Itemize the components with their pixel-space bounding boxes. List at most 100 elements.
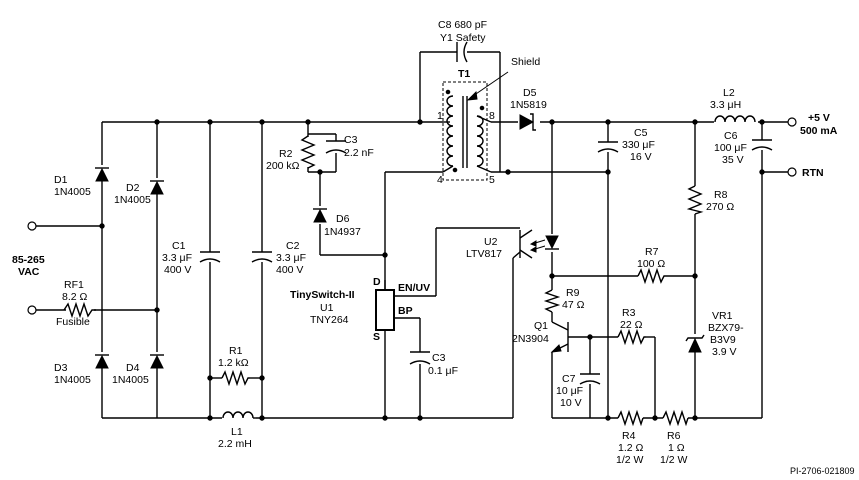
shield-label: Shield [511, 56, 540, 68]
c6-val2-label: 35 V [722, 154, 744, 166]
resistor-r1 [221, 369, 250, 387]
c3-clamp-val-label: 2.2 nF [344, 147, 374, 159]
zener-vr1 [685, 334, 705, 353]
capacitor-c3-bp [409, 351, 431, 365]
r2-ref-label: R2 [279, 148, 293, 160]
d6-ref-label: D6 [336, 213, 350, 225]
capacitor-c8 [456, 41, 468, 63]
u2-ref-label: U2 [484, 236, 498, 248]
output-current-label: 500 mA [800, 125, 838, 137]
rf1-ref-label: RF1 [64, 279, 84, 291]
r3-val-label: 22 Ω [620, 319, 643, 331]
c3-clamp-ref-label: C3 [344, 134, 358, 146]
l2-ref-label: L2 [723, 87, 735, 99]
pin1-label: 1 [437, 110, 443, 122]
output-voltage-label: +5 V [808, 112, 830, 124]
d3-ref-label: D3 [54, 362, 68, 374]
vr1-val2-label: B3V9 [710, 334, 736, 346]
vr1-ref-label: VR1 [712, 310, 733, 322]
capacitor-c7 [579, 373, 601, 385]
vr1-val1-label: BZX79- [708, 322, 744, 334]
u1-pin-bp-label: BP [398, 305, 413, 317]
t1-label: T1 [458, 68, 470, 80]
r2-val-label: 200 kΩ [266, 160, 300, 172]
d5-ref-label: D5 [523, 87, 537, 99]
resistor-r3 [617, 328, 646, 346]
c1-val2-label: 400 V [164, 264, 191, 276]
c3-bp-val-label: 0.1 μF [428, 365, 458, 377]
r8-val-label: 270 Ω [706, 201, 734, 213]
junction-dots [99, 119, 765, 421]
c2-val1-label: 3.3 μF [276, 252, 306, 264]
r7-val-label: 100 Ω [637, 258, 665, 270]
u1-part-label: TNY264 [310, 314, 349, 326]
c7-val2-label: 10 V [560, 397, 582, 409]
resistor-r2 [300, 135, 316, 169]
rf1-note-label: Fusible [56, 316, 90, 328]
u1-name-label: TinySwitch-II [290, 289, 355, 301]
rf1-val-label: 8.2 Ω [62, 291, 88, 303]
pin8-label: 8 [489, 110, 495, 122]
resistor-r6 [662, 409, 689, 427]
d6-val-label: 1N4937 [324, 226, 361, 238]
diode-d6 [313, 206, 327, 224]
c3-bp-ref-label: C3 [432, 352, 446, 364]
capacitor-c6 [751, 139, 773, 151]
c5-ref-label: C5 [634, 127, 648, 139]
c2-val2-label: 400 V [276, 264, 303, 276]
transformer-t1 [442, 71, 509, 181]
r6-val1-label: 1 Ω [668, 442, 685, 454]
input-terminals [27, 221, 37, 315]
diode-d1 [95, 165, 109, 182]
rtn-label: RTN [802, 167, 824, 179]
vr1-val3-label: 3.9 V [712, 346, 737, 358]
diode-d4 [150, 352, 164, 369]
d2-val-label: 1N4005 [114, 194, 151, 206]
d1-ref-label: D1 [54, 174, 68, 186]
diode-d5 [518, 113, 540, 131]
u1-ref-label: U1 [320, 302, 334, 314]
u1-pin-d-label: D [373, 276, 381, 288]
input-voltage-label: 85-265 [12, 254, 45, 266]
d1-val-label: 1N4005 [54, 186, 91, 198]
pin5-label: 5 [489, 174, 495, 186]
c1-ref-label: C1 [172, 240, 186, 252]
r6-ref-label: R6 [667, 430, 681, 442]
c6-val1-label: 100 μF [714, 142, 747, 154]
r8-ref-label: R8 [714, 189, 728, 201]
optocoupler-u2 [512, 229, 559, 259]
diode-d3 [95, 352, 109, 369]
c7-ref-label: C7 [562, 373, 576, 385]
r4-val1-label: 1.2 Ω [618, 442, 644, 454]
c8-ref-label: C8 680 pF [438, 19, 487, 31]
c6-ref-label: C6 [724, 130, 738, 142]
u1-pin-s-label: S [373, 331, 380, 343]
d4-ref-label: D4 [126, 362, 140, 374]
resistor-r7 [637, 267, 666, 285]
d5-val-label: 1N5819 [510, 99, 547, 111]
q1-part-label: 2N3904 [512, 333, 549, 345]
inductor-l2 [714, 113, 758, 125]
c5-val2-label: 16 V [630, 151, 652, 163]
r6-val2-label: 1/2 W [660, 454, 688, 466]
drawing-id: PI-2706-021809 [790, 466, 855, 476]
inductor-l1 [222, 408, 256, 420]
q1-ref-label: Q1 [534, 320, 548, 332]
capacitor-c5 [597, 141, 619, 153]
capacitor-c2 [251, 251, 273, 263]
labels: C8 680 pF Y1 Safety Shield T1 1 4 8 5 D5… [12, 19, 855, 476]
resistor-r9 [543, 289, 561, 313]
resistor-r4 [617, 409, 644, 427]
l1-ref-label: L1 [231, 426, 243, 438]
ic-u1 [375, 280, 395, 331]
output-terminals [787, 117, 797, 177]
diode-d2 [150, 178, 164, 195]
c2-ref-label: C2 [286, 240, 300, 252]
r4-ref-label: R4 [622, 430, 636, 442]
capacitor-c1 [199, 251, 221, 263]
r1-ref-label: R1 [229, 345, 243, 357]
resistor-rf1 [63, 301, 96, 319]
r7-ref-label: R7 [645, 246, 659, 258]
u1-pin-en-label: EN/UV [398, 282, 430, 294]
